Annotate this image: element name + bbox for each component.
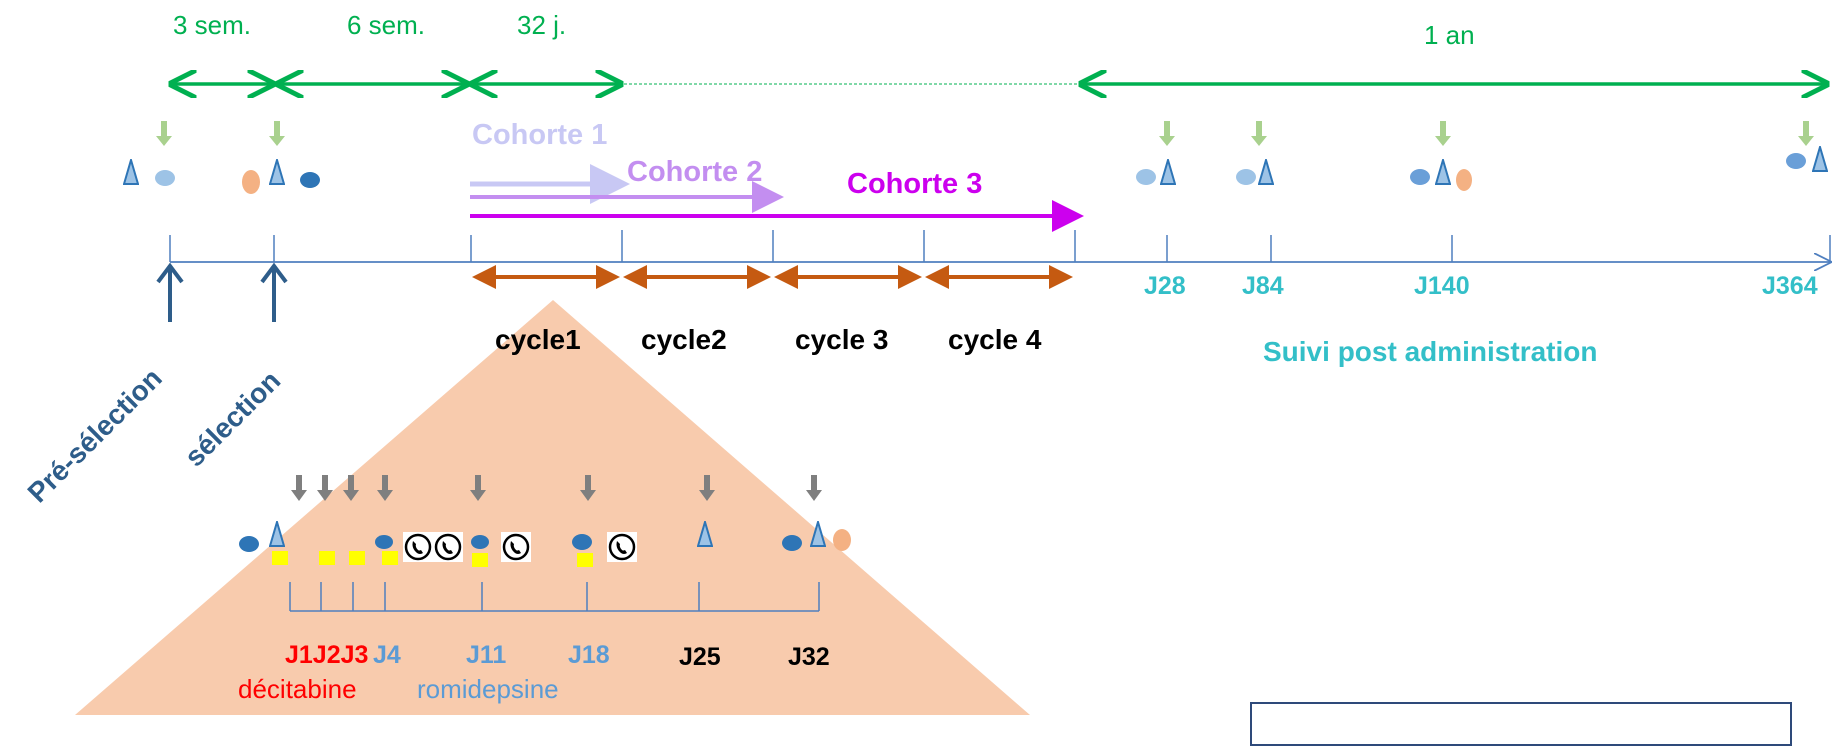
followup-day-j28: J28 (1144, 272, 1186, 300)
followup-day-j140: J140 (1414, 272, 1470, 300)
duration-label-1-year: 1 an (1424, 20, 1475, 50)
cycle-day-axis (289, 582, 820, 612)
cycle-3-label: cycle 3 (795, 324, 889, 355)
duration-label-32-days: 32 j. (517, 10, 567, 40)
cohort-3-label: Cohorte 3 (847, 168, 983, 200)
decitabine-dose-squares (272, 551, 593, 567)
legend-box (1250, 702, 1792, 746)
followup-label: Suivi post administration (1263, 336, 1598, 367)
cycle-4-label: cycle 4 (948, 324, 1042, 355)
cohort-2-label: Cohorte 2 (627, 156, 763, 188)
followup-day-j364: J364 (1762, 272, 1818, 300)
romidepsine-label: romidepsine (417, 674, 559, 704)
cycle-2-label: cycle2 (641, 324, 727, 355)
cycle-day-j11: J11 (466, 641, 507, 669)
duration-label-6-weeks: 6 sem. (347, 10, 426, 40)
cycle-1-label: cycle1 (495, 324, 581, 355)
axis-ticks (169, 230, 1831, 262)
timeline-diagram (75, 0, 1832, 715)
visit-down-arrows (156, 121, 1814, 146)
cycle-day-j18: J18 (568, 641, 610, 669)
cohort-1-label: Cohorte 1 (472, 119, 608, 151)
phase-arrows (156, 262, 288, 322)
cycle-day-j4: J4 (373, 641, 401, 669)
decitabine-label: décitabine (238, 674, 357, 704)
cycle-day-j25: J25 (679, 643, 721, 671)
cohort-arrows (470, 164, 1084, 232)
cycle-grey-arrows (291, 475, 822, 501)
cycle-day-j32: J32 (788, 643, 830, 671)
cycle-visit-markers (239, 521, 851, 552)
duration-label-3-weeks: 3 sem. (173, 10, 252, 40)
top-visit-markers (123, 146, 1828, 194)
followup-day-j84: J84 (1242, 272, 1284, 300)
cycle-day-j1j2j3: J1J2J3 (285, 641, 369, 669)
cycle-zoom-triangle (75, 300, 1030, 715)
